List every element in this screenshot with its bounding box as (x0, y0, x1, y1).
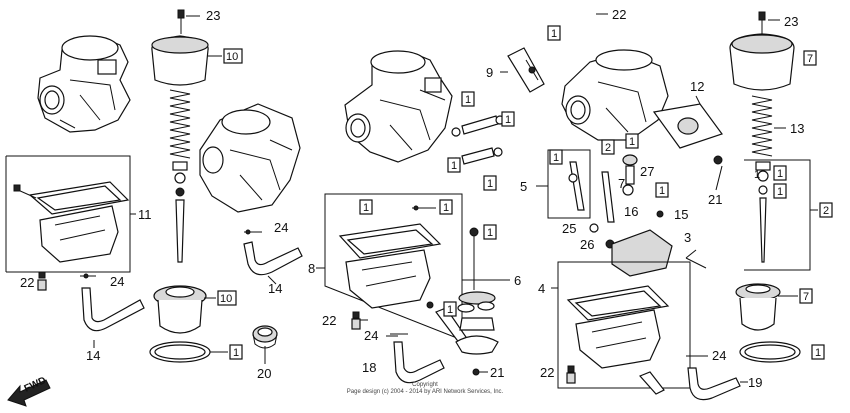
carburetor-body-top-left (37, 35, 131, 133)
screw-22-center (351, 311, 361, 330)
float-bowl-box-center (324, 193, 469, 345)
callout-label-boxed: 1 (815, 347, 821, 359)
float-3 (611, 229, 707, 277)
callout-label-boxed: 1 (505, 114, 511, 126)
pilot-screw-set (601, 154, 664, 223)
callout-label-boxed: 1 (487, 227, 493, 239)
carburetor-body-middle-left (199, 103, 301, 213)
callout-label-boxed: 1 (777, 168, 783, 180)
callout-label-boxed: 1 (551, 28, 557, 40)
callout-label: 24 (274, 220, 288, 235)
callout-label: 7 (618, 176, 625, 191)
callout-label: 16 (624, 204, 638, 219)
hose-14-mid (243, 229, 303, 276)
callout-label: 8 (308, 261, 315, 276)
callout-label-boxed: 10 (226, 51, 238, 63)
oring-1-left (149, 341, 211, 363)
callout-label-boxed: 1 (553, 152, 559, 164)
callout-label: 14 (268, 281, 282, 296)
callout-label-boxed: 1 (363, 202, 369, 214)
callout-label: 24 (110, 274, 124, 289)
callout-label: 23 (206, 8, 220, 23)
callout-label: 15 (674, 207, 688, 222)
hose-18 (390, 333, 445, 384)
callout-label-boxed: 1 (465, 94, 471, 106)
callout-label-boxed: 1 (233, 347, 239, 359)
callout-label: 19 (748, 375, 762, 390)
callout-label-boxed: 1 (487, 178, 493, 190)
callout-label: 22 (20, 275, 34, 290)
callout-label: 4 (538, 281, 545, 296)
callout-label-boxed: 7 (807, 53, 813, 65)
callout-label: 9 (486, 65, 493, 80)
callout-label: 21 (708, 192, 722, 207)
screw-22-left (37, 271, 47, 291)
top-cap-right (729, 11, 795, 91)
callout-label: 22 (322, 313, 336, 328)
collar-20 (252, 325, 278, 349)
callout-label: 24 (364, 328, 378, 343)
jet-needle-9 (507, 47, 545, 93)
small-parts-box-5 (547, 149, 591, 219)
carburetor-body-right (561, 49, 669, 141)
callout-label: 21 (490, 365, 504, 380)
copyright-line-1: Copyright (412, 382, 438, 388)
callout-label: 14 (86, 348, 100, 363)
callout-label-boxed: 2 (605, 142, 611, 154)
callout-label-boxed: 1 (754, 169, 760, 181)
callout-label-boxed: 2 (823, 205, 829, 217)
float-bowl-box-left (5, 155, 131, 273)
oring-1-right (739, 341, 801, 363)
ring-7-right (735, 283, 781, 331)
spring-left (169, 89, 191, 263)
callout-label: 5 (520, 179, 527, 194)
callout-label: 12 (690, 79, 704, 94)
fwd-arrow-icon (7, 379, 51, 407)
callout-label: 13 (790, 121, 804, 136)
callout-label: 26 (580, 237, 594, 252)
screw-22-right (566, 365, 576, 384)
callout-label: 25 (562, 221, 576, 236)
spring-right (751, 95, 773, 263)
bracket-box-2-right (744, 159, 811, 271)
callout-label: 20 (257, 366, 271, 381)
callout-label-boxed: 1 (659, 185, 665, 197)
callout-label-boxed: 10 (220, 293, 232, 305)
callout-label: 22 (612, 7, 626, 22)
callout-label: 24 (712, 348, 726, 363)
hose-14-left (80, 273, 145, 332)
ring-10-left (153, 285, 207, 334)
callout-label: 22 (540, 365, 554, 380)
float-bowl-box-right (557, 261, 691, 395)
callout-labels: 23 10 11 22 24 14 10 1 20 24 14 8 1 1 1 … (20, 7, 833, 390)
float-valve-assembly-6 (455, 227, 499, 376)
leader-lines (93, 13, 818, 383)
callout-label: 3 (684, 230, 691, 245)
hose-19 (686, 355, 741, 401)
top-cap-left (151, 9, 209, 86)
callout-label-boxed: 1 (777, 186, 783, 198)
callout-label-boxed: 1 (451, 160, 457, 172)
copyright-line-2: Page design (c) 2004 - 2014 by ARI Netwo… (347, 389, 504, 395)
callout-label: 18 (362, 360, 376, 375)
carburetor-body-center (344, 50, 453, 163)
callout-label-boxed: 1 (629, 136, 635, 148)
throttle-linkage-12 (652, 103, 723, 165)
callout-label-boxed: 7 (803, 291, 809, 303)
callout-label-boxed: 1 (447, 304, 453, 316)
callout-label: 27 (640, 164, 654, 179)
callout-label: 6 (514, 273, 521, 288)
callout-label: 11 (138, 207, 152, 222)
callout-label: 23 (784, 14, 798, 29)
callout-label-boxed: 1 (443, 202, 449, 214)
